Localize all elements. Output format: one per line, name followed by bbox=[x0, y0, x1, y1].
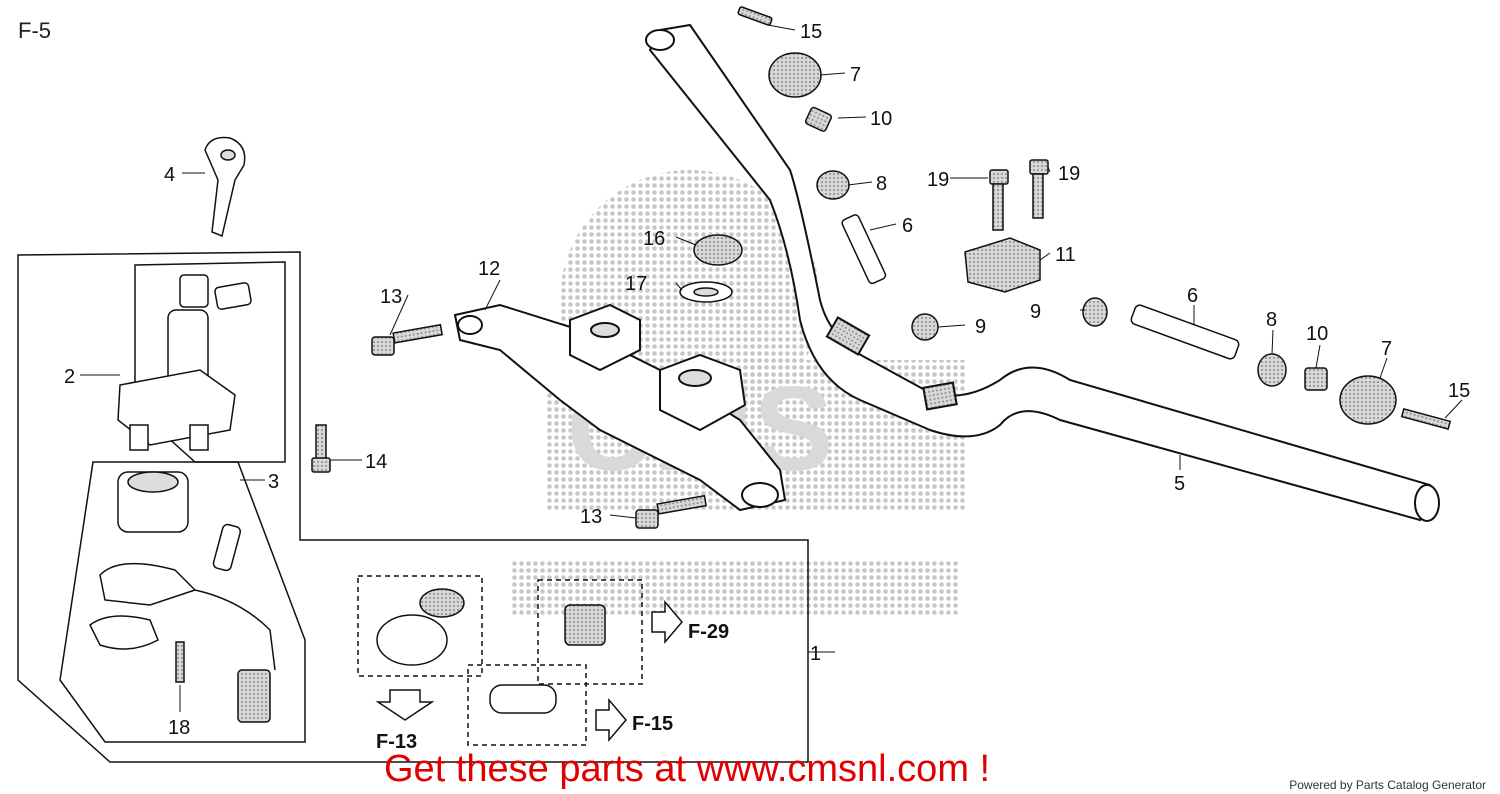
callout-10-lower: 10 bbox=[1306, 323, 1328, 345]
callout-13-bottom: 13 bbox=[580, 506, 602, 528]
top-bridge bbox=[453, 303, 787, 512]
page-title: F-5 bbox=[18, 18, 51, 43]
callout-5: 5 bbox=[1174, 473, 1185, 495]
footer-cta-link[interactable]: Get these parts at www.cmsnl.com ! bbox=[384, 748, 991, 790]
callout-15-lower: 15 bbox=[1448, 380, 1470, 402]
callout-19-right: 19 bbox=[1058, 163, 1080, 185]
callout-2: 2 bbox=[64, 366, 75, 388]
nut-16 bbox=[693, 234, 743, 266]
ignition-switch-2 bbox=[117, 274, 252, 451]
callout-10-upper: 10 bbox=[870, 108, 892, 130]
bolts-19 bbox=[989, 159, 1049, 231]
sub-assembly-cap bbox=[357, 575, 483, 721]
callout-1: 1 bbox=[810, 643, 821, 665]
bolt-13-left bbox=[371, 323, 444, 356]
callout-16: 16 bbox=[643, 228, 665, 250]
ref-f15: F-15 bbox=[632, 713, 673, 735]
callout-numbers: 1 2 3 4 5 6 6 7 7 8 8 9 9 10 10 11 12 13… bbox=[64, 21, 1470, 739]
screw-14 bbox=[311, 424, 331, 473]
callout-6-upper: 6 bbox=[902, 215, 913, 237]
sub-assembly-lock bbox=[537, 579, 683, 685]
sub-assembly-cylinder bbox=[467, 664, 627, 746]
leader-lines bbox=[80, 24, 1463, 712]
callout-14: 14 bbox=[365, 451, 387, 473]
callout-6-lower: 6 bbox=[1187, 285, 1198, 307]
holder-11 bbox=[964, 237, 1041, 293]
key-4 bbox=[204, 136, 246, 238]
callout-4: 4 bbox=[164, 164, 175, 186]
callout-12: 12 bbox=[478, 258, 500, 280]
cross-references: F-13 F-15 F-29 bbox=[376, 621, 729, 753]
callout-19-left: 19 bbox=[927, 169, 949, 191]
callout-18: 18 bbox=[168, 717, 190, 739]
callout-7-upper: 7 bbox=[850, 64, 861, 86]
callout-3: 3 bbox=[268, 471, 279, 493]
bolt-13-bottom bbox=[635, 494, 708, 529]
washer-17 bbox=[679, 281, 733, 303]
callout-15-upper: 15 bbox=[800, 21, 822, 43]
ref-f13: F-13 bbox=[376, 731, 417, 753]
callout-9-lower: 9 bbox=[1030, 301, 1041, 323]
callout-17: 17 bbox=[625, 273, 647, 295]
handlebar bbox=[645, 23, 1440, 522]
callout-11: 11 bbox=[1055, 244, 1076, 266]
callout-13-left: 13 bbox=[380, 286, 402, 308]
end-weight-left-stack bbox=[737, 6, 939, 341]
end-weight-right-stack bbox=[1082, 297, 1452, 430]
callout-8-lower: 8 bbox=[1266, 309, 1277, 331]
ignition-parts-3 bbox=[89, 471, 276, 723]
ref-f29: F-29 bbox=[688, 621, 729, 643]
callout-7-lower: 7 bbox=[1381, 338, 1392, 360]
callout-8-upper: 8 bbox=[876, 173, 887, 195]
powered-by-text: Powered by Parts Catalog Generator bbox=[1289, 778, 1486, 792]
callout-9-upper: 9 bbox=[975, 316, 986, 338]
